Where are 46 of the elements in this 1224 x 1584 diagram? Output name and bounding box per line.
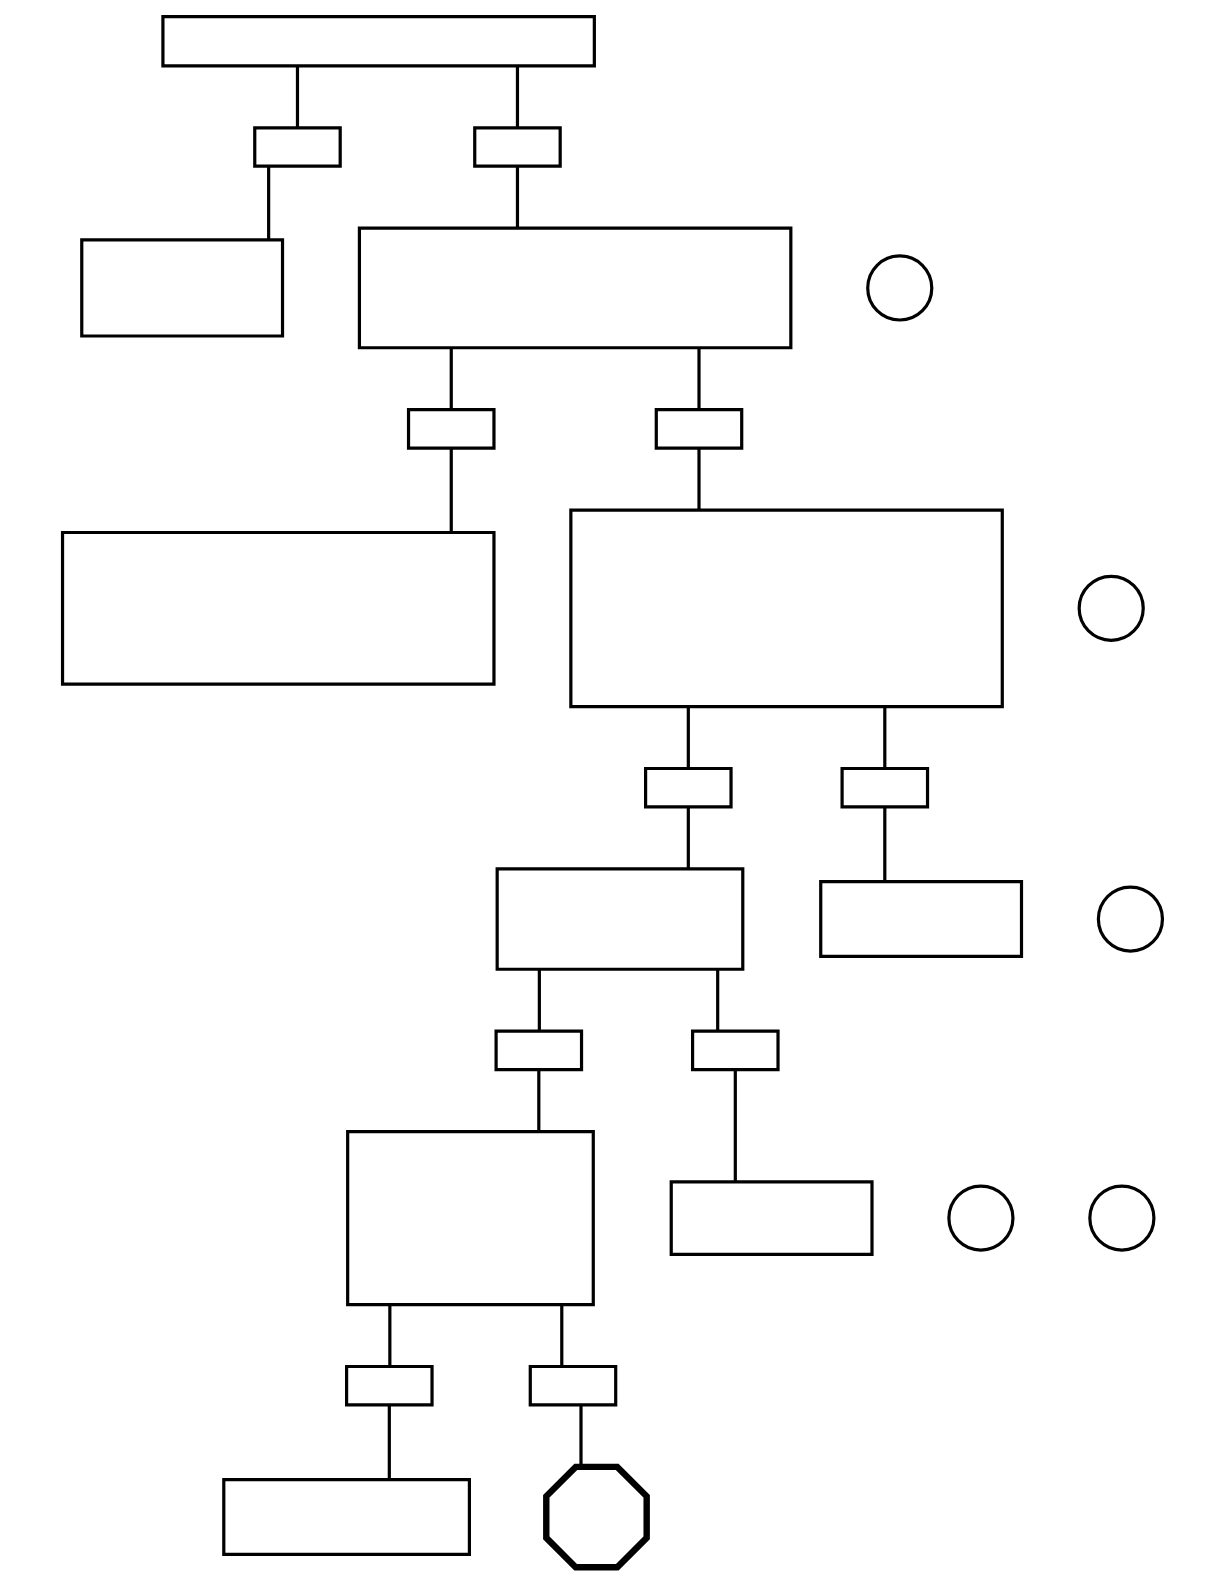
node-box: [840, 766, 929, 809]
node-circle: [946, 1184, 1015, 1252]
node-box: [472, 126, 562, 168]
connector: [387, 1405, 391, 1480]
node-box: [669, 1180, 874, 1256]
node-box: [690, 1029, 780, 1072]
node-circle: [1077, 574, 1145, 642]
node-circle: [1087, 1184, 1155, 1252]
node-box: [495, 867, 744, 971]
node-box: [654, 408, 743, 450]
node-box: [494, 1029, 583, 1072]
connector: [882, 707, 886, 769]
node-box: [60, 530, 496, 686]
node-box: [357, 226, 792, 350]
connector: [715, 969, 719, 1031]
connector: [578, 1405, 583, 1467]
connector: [733, 1069, 737, 1182]
connector: [696, 348, 701, 410]
connector: [449, 348, 453, 410]
node-box: [160, 15, 596, 68]
node-octagon: [542, 1463, 650, 1571]
connector: [686, 807, 690, 869]
connector: [515, 66, 519, 128]
node-box: [79, 238, 284, 338]
node-circle: [1096, 885, 1164, 953]
node-box: [643, 766, 733, 809]
connector: [387, 1304, 391, 1367]
node-box: [345, 1130, 595, 1307]
node-circle: [865, 254, 933, 322]
node-box: [406, 408, 496, 450]
connector: [515, 166, 519, 228]
node-box: [252, 126, 342, 168]
node-box: [221, 1478, 471, 1557]
connector: [537, 969, 541, 1031]
node-box: [818, 880, 1023, 959]
node-box: [568, 508, 1004, 709]
connector: [559, 1304, 563, 1367]
connector: [686, 707, 690, 769]
connector: [449, 448, 453, 533]
connector: [696, 448, 701, 510]
connector: [266, 166, 270, 240]
connector: [295, 66, 299, 128]
connector: [536, 1069, 540, 1132]
connector: [882, 807, 886, 882]
node-box: [528, 1364, 617, 1407]
node-box: [344, 1364, 434, 1407]
